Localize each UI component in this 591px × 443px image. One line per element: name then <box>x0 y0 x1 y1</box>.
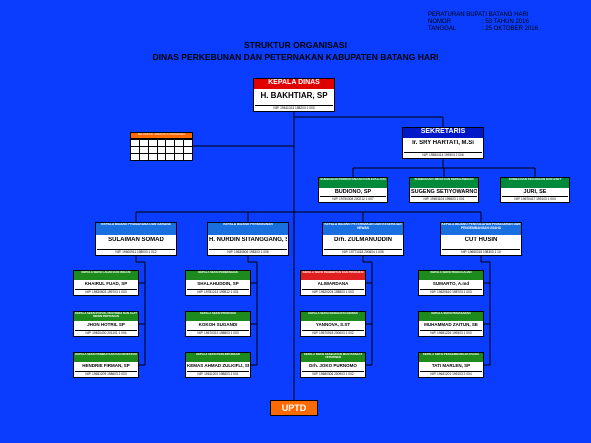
subbag-2-name: SUGENG SETIYOWARNO <box>411 189 477 195</box>
seksi-4-2-header: KEPALA SEKSI PEMASARAN <box>419 312 483 321</box>
seksi-2-3-header: KEPALA SEKSI PERLINDUNGAN <box>186 353 250 362</box>
functional-group-header: KELOMPOK JABATAN FUNGSIONAL <box>130 132 193 139</box>
subbag-3-name: JURI, SE <box>523 189 547 195</box>
seksi-1-3-nip: NIP. 19651209 198603 2 003 <box>75 371 137 376</box>
bidang-1-nip: NIP. 19600911 198003 1 012 <box>97 249 175 254</box>
seksi-2-2-header: KEPALA SEKSI PRODUKSI <box>186 312 250 321</box>
functional-group-grid <box>130 139 193 161</box>
seksi-4-3-header: KEPALA SEKSI PENGEMBANGAN USAHA <box>419 353 483 362</box>
seksi-1-1-nip: NIP. 19830603 199703 1 003 <box>75 289 137 294</box>
seksi-3-2-nip: NIP. 19670918 200003 1 002 <box>302 330 364 335</box>
seksi-1-1-header: KEPALA SEKSI LAHAN DAN IRIGASI <box>74 271 138 280</box>
seksi-1-2-nip: NIP. 19810430 201101 1 004 <box>75 330 137 335</box>
seksi-3-3-box: KEPALA SEKSI KESEHATAN MASYARAKAT VETERI… <box>300 352 366 378</box>
uptd-box: UPTD <box>270 400 318 416</box>
bidang-1-box: KEPALA BIDANG PRASARANA DAN SARANA SULAIM… <box>95 222 177 256</box>
seksi-2-1-nip: NIP. 19781213 199812 1 001 <box>187 289 249 294</box>
bidang-1-header: KEPALA BIDANG PRASARANA DAN SARANA <box>96 223 176 235</box>
secretary-name: Ir. SRY HARTATI, M.Si <box>412 140 474 146</box>
subbag-3-nip: NIP. 19670417 199103 1 003 <box>502 196 568 201</box>
seksi-1-2-name: JHON HOTRIL SP <box>87 322 125 327</box>
bidang-2-box: KEPALA BIDANG PERKEBUNAN H. NURDIN SITANG… <box>207 222 289 256</box>
seksi-3-1-nip: NIP. 19620204 198503 1 003 <box>302 289 364 294</box>
head-header: KEPALA DINAS <box>254 79 334 89</box>
seksi-4-1-header: KEPALA SEKSI PENGOLAHAN <box>419 271 483 280</box>
seksi-1-2-box: KEPALA SEKSI PUPUK, PESTISIDA DAN ALAT M… <box>73 311 139 337</box>
bidang-3-name: Drh. ZULMANUDDIN <box>334 237 392 243</box>
regulation-number-value: : 53 TAHUN 2016 <box>482 19 529 25</box>
bidang-3-header: KEPALA BIDANG PETERNAKAN DAN KESEHATAN H… <box>323 223 403 235</box>
bidang-2-nip: NIP. 19630506 198303 1 006 <box>209 249 287 254</box>
seksi-2-3-name: KEMAS AHMAD ZULKIFLI, SP <box>187 363 249 368</box>
seksi-3-3-nip: NIP. 19680306 200903 1 002 <box>302 371 364 376</box>
secretary-nip: NIP. 19650414 199303 2 006 <box>404 152 482 157</box>
seksi-4-3-name: TATI MARLEN, SP <box>431 363 471 368</box>
secretary-header: SEKRETARIS <box>403 128 483 138</box>
regulation-title: PERATURAN BUPATI BATANG HARI <box>428 12 529 18</box>
regulation-date-label: TANGGAL <box>428 26 457 32</box>
head-box: KEPALA DINAS H. BAKHTIAR, SP NIP. 19611013… <box>253 78 335 112</box>
bidang-1-name: SULAIMAN SOMAD <box>108 237 164 243</box>
seksi-4-1-nip: NIP. 19620610 198703 1 003 <box>420 289 482 294</box>
seksi-4-3-nip: NIP. 19641201 199103 2 004 <box>420 371 482 376</box>
subbag-1-header: SUBBAGIAN PERENCANAAN DAN EVALUASI <box>319 178 387 188</box>
subbag-3-header: SUBBAGIAN KEUANGAN DAN ASET <box>501 178 569 188</box>
bidang-3-nip: NIP. 19771018 200604 1 006 <box>324 249 402 254</box>
bidang-4-header: KEPALA BIDANG PENGOLAHAN PEMASARAN DAN P… <box>441 223 521 235</box>
seksi-3-2-name: YANNOVA, S.ST <box>315 322 351 327</box>
seksi-4-2-name: MUHAMMAD ZAITUN, SE <box>424 322 478 327</box>
regulation-date-value: : 25 OKTOBER 2016 <box>482 26 538 32</box>
subbag-2-header: SUBBAGIAN UMUM DAN KEPEGAWAIAN <box>410 178 478 188</box>
seksi-1-2-header: KEPALA SEKSI PUPUK, PESTISIDA DAN ALAT M… <box>74 312 138 321</box>
bidang-2-header: KEPALA BIDANG PERKEBUNAN <box>208 223 288 235</box>
functional-group-legend: KELOMPOK JABATAN FUNGSIONAL <box>130 132 193 161</box>
seksi-2-1-name: SHALAHUDDIN, SP <box>197 281 239 286</box>
seksi-1-3-name: HENDRIE FIRMAN, SP <box>82 363 130 368</box>
seksi-2-1-header: KEPALA SEKSI PERBENIHAN <box>186 271 250 280</box>
bidang-3-box: KEPALA BIDANG PETERNAKAN DAN KESEHATAN H… <box>322 222 404 256</box>
subbag-1-name: BUDIONO, SP <box>334 189 372 195</box>
regulation-number-label: NOMOR <box>428 19 451 25</box>
head-nip: NIP. 19611013 198203 1 003 <box>255 105 333 110</box>
bidang-4-name: CUT HUSIN <box>464 237 498 243</box>
seksi-4-1-name: SUMARTO, A.md <box>432 281 470 286</box>
seksi-3-2-header: KEPALA SEKSI KESEHATAN HEWAN <box>301 312 365 321</box>
chart-title: STRUKTUR ORGANISASI <box>244 40 347 50</box>
bidang-4-box: KEPALA BIDANG PENGOLAHAN PEMASARAN DAN P… <box>440 222 522 256</box>
bidang-2-name: H. NURDIN SITANGGANG, SP <box>209 237 287 243</box>
seksi-1-3-header: KEPALA SEKSI PEMBIAYAAN DAN INVESTASI <box>74 353 138 362</box>
subbag-2-nip: NIP. 19691104 199803 1 001 <box>411 196 477 201</box>
seksi-2-2-nip: NIP. 19670312 198803 1 003 <box>187 330 249 335</box>
seksi-3-3-name: Drh. JOKO PURNOMO <box>309 363 357 368</box>
head-name: H. BAKHTIAR, SP <box>260 91 328 100</box>
seksi-3-1-name: ALIWARDANA <box>317 281 349 286</box>
seksi-2-3-nip: NIP. 19611202 198803 1 001 <box>187 371 249 376</box>
seksi-1-1-name: KHAIRUL FUAD, SP <box>84 281 128 286</box>
seksi-4-2-nip: NIP. 19651226 199303 1 003 <box>420 330 482 335</box>
seksi-3-3-header: KEPALA SEKSI KESEHATAN MASYARAKAT VETERI… <box>301 353 365 362</box>
seksi-2-2-name: KOKOH SUGANDI <box>198 322 238 327</box>
chart-subtitle: DINAS PERKEBUNAN DAN PETERNAKAN KABUPATE… <box>152 52 439 62</box>
subbag-1-nip: NIP. 19750308 200212 1 007 <box>320 196 386 201</box>
seksi-3-1-header: KEPALA SEKSI PEMBIBITAN DAN PRODUKSI <box>301 271 365 280</box>
bidang-4-nip: NIP. 19650315 198303 1 10 <box>442 249 520 254</box>
